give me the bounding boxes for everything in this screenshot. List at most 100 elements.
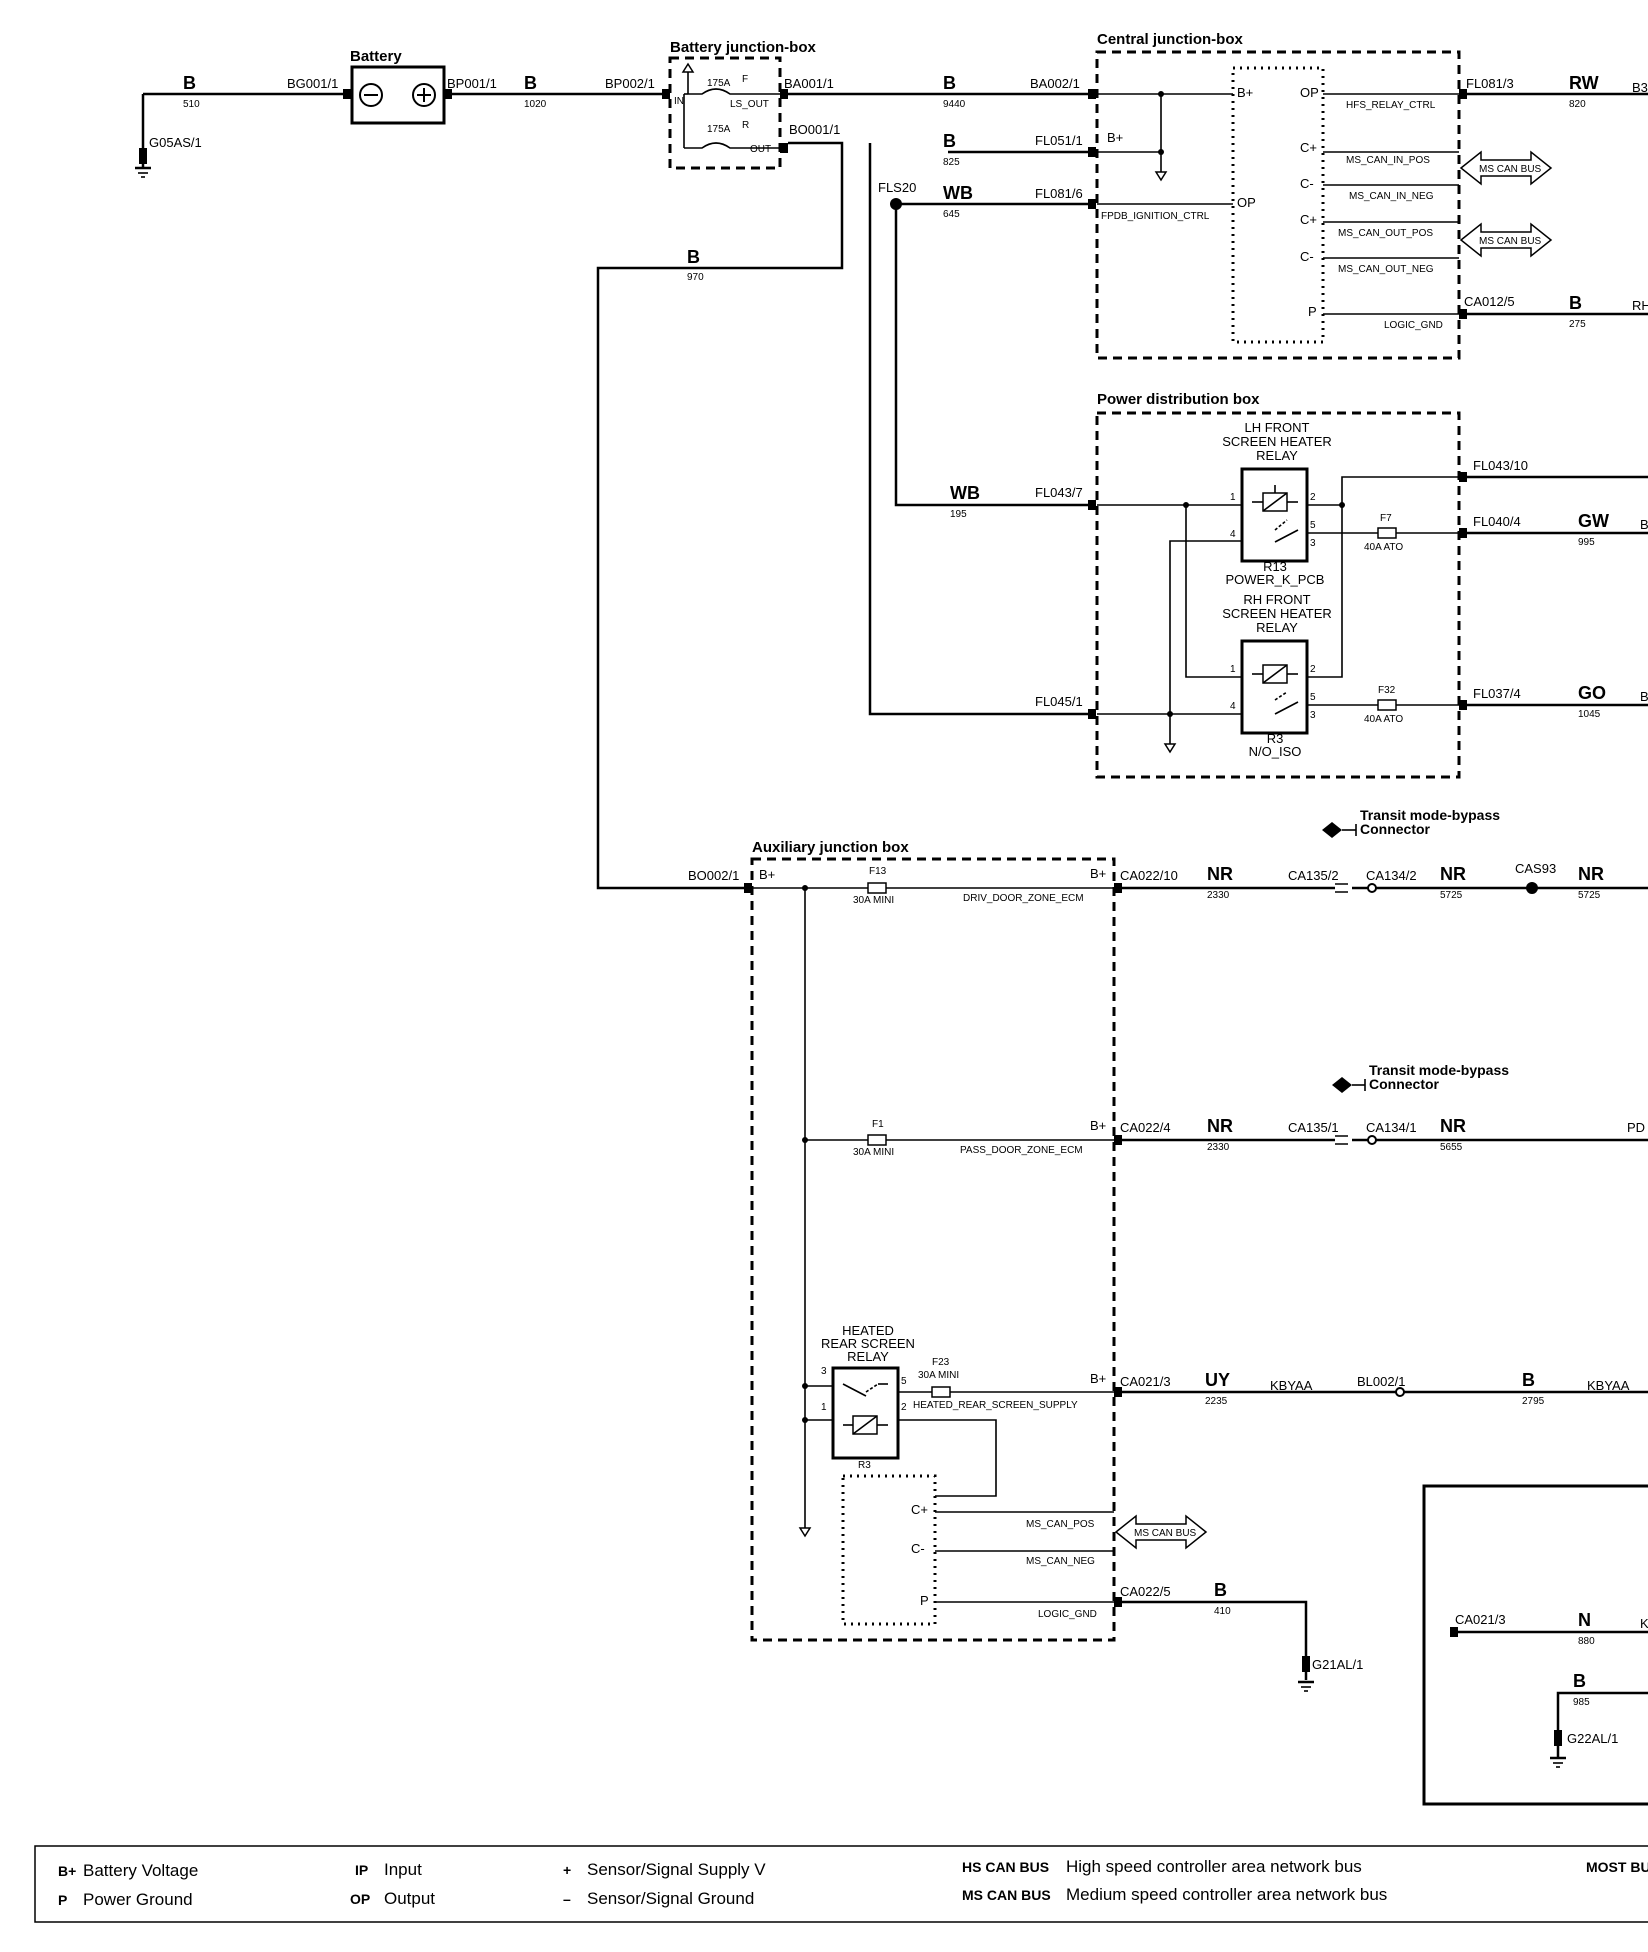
- wire-color: GO: [1578, 683, 1606, 703]
- connector-label: CA135/2: [1288, 868, 1339, 883]
- relay-label: SCREEN HEATER: [1222, 434, 1332, 449]
- wire-fl045: [868, 143, 1093, 716]
- pin-label: OUT: [750, 144, 771, 155]
- pin-label: P: [920, 1593, 929, 1608]
- wire-color: UY: [1205, 1370, 1230, 1390]
- transit-label: Connector: [1369, 1076, 1440, 1092]
- relay-id: R3: [858, 1460, 871, 1471]
- battery-symbol: Battery: [350, 48, 446, 125]
- edge-label: B: [1640, 517, 1648, 532]
- connector-label: CAS93: [1515, 861, 1556, 876]
- can-bus-label: MS CAN BUS: [1479, 164, 1542, 175]
- wire-number: 995: [1578, 537, 1595, 548]
- connector-label: BP001/1: [447, 76, 497, 91]
- connector-label: FL081/6: [1035, 186, 1083, 201]
- connector-label: CA022/4: [1120, 1120, 1171, 1135]
- wire-number: 195: [950, 509, 967, 520]
- wire-color: B: [943, 131, 956, 151]
- wire-number: 2330: [1207, 890, 1230, 901]
- wire-number: 2235: [1205, 1396, 1228, 1407]
- wire-number: 275: [1569, 319, 1586, 330]
- relay-pin: 1: [1230, 492, 1236, 503]
- pin-label: MS_CAN_OUT_POS: [1338, 228, 1433, 239]
- connector-label: BL002/1: [1357, 1374, 1405, 1389]
- relay-heated-rear: [831, 1366, 900, 1460]
- relay-label: SCREEN HEATER: [1222, 606, 1332, 621]
- can-bus-label: MS CAN BUS: [1479, 236, 1542, 247]
- pin-label: C-: [1300, 249, 1314, 264]
- battery-title: Battery: [350, 48, 402, 65]
- legend-desc: Output: [384, 1889, 435, 1908]
- connector-label: CA021/3: [1120, 1374, 1171, 1389]
- connector-label: FL043/7: [1035, 485, 1083, 500]
- wire-number: 9440: [943, 99, 966, 110]
- connector-label: BO001/1: [789, 122, 840, 137]
- box-title: Battery junction-box: [670, 39, 816, 56]
- relay-id: POWER_K_PCB: [1226, 572, 1325, 587]
- connector-label: CA134/1: [1366, 1120, 1417, 1135]
- edge-label: PD: [1627, 1120, 1645, 1135]
- wire-number: 2330: [1207, 1142, 1230, 1153]
- wire-number: 5655: [1440, 1142, 1463, 1153]
- relay-pin: 1: [1230, 664, 1236, 675]
- fuse-id: F13: [869, 866, 887, 877]
- pin-label: OP: [1300, 85, 1319, 100]
- pin-label: C-: [911, 1541, 925, 1556]
- relay-pin: 3: [1310, 538, 1316, 549]
- wire-color: B: [1573, 1671, 1586, 1691]
- relay-pin: 2: [1310, 664, 1316, 675]
- edge-label: KBYAA: [1270, 1378, 1313, 1393]
- can-bus-arrow: MS CAN BUS: [1114, 1514, 1208, 1550]
- connector-label: BA001/1: [784, 76, 834, 91]
- fuse-id: F32: [1378, 685, 1396, 696]
- pin-label: HEATED_REAR_SCREEN_SUPPLY: [913, 1400, 1078, 1411]
- wire-color: NR: [1578, 864, 1604, 884]
- connector-label: FL081/3: [1466, 76, 1514, 91]
- relay-label: RELAY: [1256, 448, 1298, 463]
- relay-pin: 4: [1230, 701, 1236, 712]
- fuse-id: R: [742, 120, 749, 131]
- legend: B+ Battery Voltage P Power Ground IP Inp…: [34, 1845, 1648, 1923]
- wire-color: B: [1214, 1580, 1227, 1600]
- edge-label: KBYAA: [1587, 1378, 1630, 1393]
- pin-label: MS_CAN_IN_POS: [1346, 155, 1430, 166]
- connector-label: FL040/4: [1473, 514, 1521, 529]
- fuse-rating: 40A ATO: [1364, 714, 1403, 725]
- pin-label: B+: [1237, 85, 1253, 100]
- pin-label: LS_OUT: [730, 99, 769, 110]
- central-junction-box: Central junction-box B+ B+ FPDB_IGNITION…: [1095, 31, 1461, 360]
- ground-g05as: G05AS/1: [135, 94, 202, 178]
- relay-label: HEATED: [842, 1323, 894, 1338]
- splice-cas93: [1526, 882, 1538, 894]
- transit-label: Transit mode-bypass: [1360, 807, 1500, 823]
- relay-pin: 3: [821, 1366, 827, 1377]
- fuse-rating: 30A MINI: [918, 1370, 959, 1381]
- legend-key: OP: [350, 1891, 370, 1907]
- connector-label: BA002/1: [1030, 76, 1080, 91]
- transit-label: Connector: [1360, 821, 1431, 837]
- legend-key: MOST BU: [1586, 1859, 1648, 1875]
- wire-color: B: [183, 73, 196, 93]
- relay-pin: 1: [821, 1402, 827, 1413]
- pin-label: OP: [1237, 195, 1256, 210]
- legend-desc: Battery Voltage: [83, 1861, 198, 1880]
- relay-label: RELAY: [1256, 620, 1298, 635]
- pin-label: C+: [911, 1502, 928, 1517]
- connector-label: BO002/1: [688, 868, 739, 883]
- can-bus-arrow: MS CAN BUS: [1459, 150, 1553, 186]
- transit-bypass-connector: Transit mode-bypass Connector: [1332, 1062, 1509, 1093]
- box-title: Central junction-box: [1097, 31, 1243, 48]
- relay-id: R3: [1267, 731, 1284, 746]
- fuse-id: F1: [872, 1119, 884, 1130]
- pin-label: DRIV_DOOR_ZONE_ECM: [963, 893, 1084, 904]
- pin-label: B+: [1090, 1118, 1106, 1133]
- legend-desc: Input: [384, 1860, 422, 1879]
- wire-number: 5725: [1440, 890, 1463, 901]
- connector-label: CA022/10: [1120, 868, 1178, 883]
- connector-label: CA022/5: [1120, 1584, 1171, 1599]
- connector-label: G22AL/1: [1567, 1731, 1618, 1746]
- wire-color: B: [687, 247, 700, 267]
- wire-color: N: [1578, 1610, 1591, 1630]
- edge-label: RH: [1632, 298, 1648, 313]
